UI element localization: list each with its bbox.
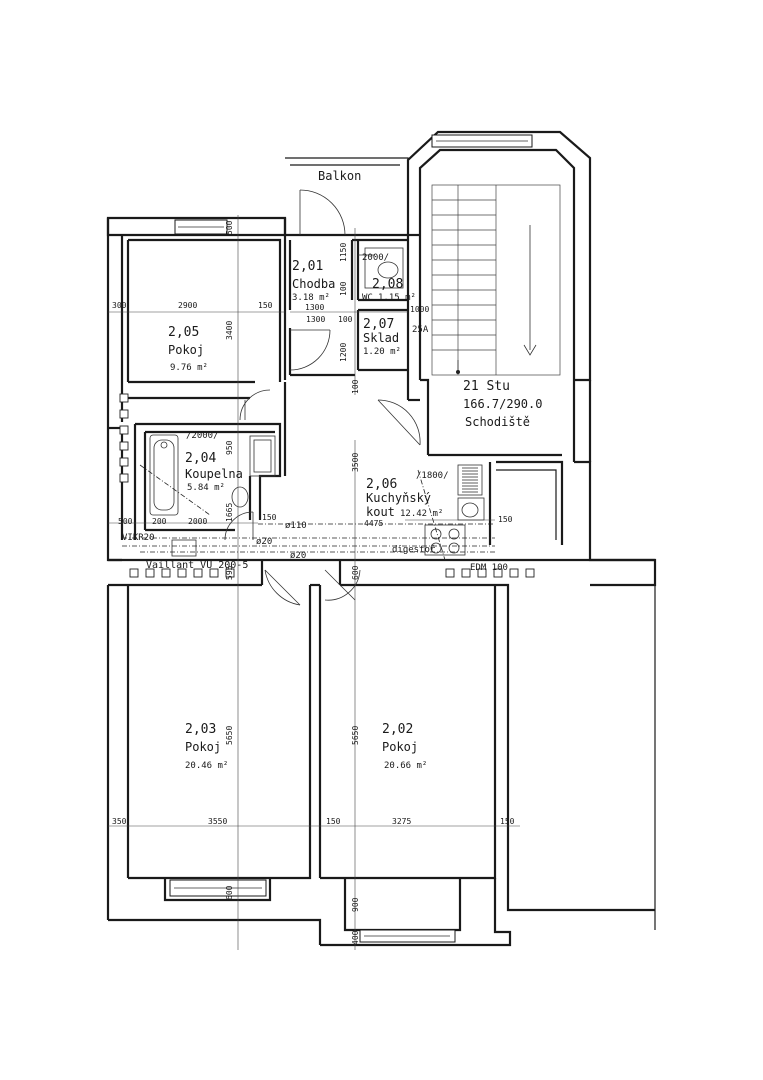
dim-500-b: 500	[118, 517, 133, 526]
dim-1300-b: 1300	[306, 315, 325, 324]
dim-595: 595	[225, 565, 234, 580]
dim-1665: 1665	[225, 503, 234, 522]
pipe-20-label-b: ø20	[290, 551, 306, 561]
dimension-lines	[108, 215, 520, 950]
dim-150-b: 150	[262, 513, 277, 522]
room-2-04-name: Koupelna	[185, 467, 243, 481]
pipe-20-label-a: ø20	[256, 537, 272, 547]
dim-600-b: 600	[225, 885, 234, 900]
room-2-01-name: Chodba	[292, 277, 335, 291]
dim-3500: 3500	[351, 453, 360, 472]
dim-100-b: 100	[339, 281, 348, 296]
digestor-label: digestoř	[392, 545, 436, 555]
bath-height-label: /2000/	[186, 431, 219, 441]
dim-150-d: 150	[326, 817, 341, 826]
stairs-level: 166.7/290.0	[463, 397, 542, 411]
dim-3550: 3550	[208, 817, 227, 826]
dim-1000: 1000	[410, 305, 429, 314]
room-2-06-area: 12.42 m²	[400, 509, 443, 519]
balkon-label: Balkon	[318, 169, 361, 183]
room-2-05-number: 2,05	[168, 325, 199, 340]
room-2-02-area: 20.66 m²	[384, 761, 427, 771]
vikr-label: VIKR20	[122, 533, 155, 543]
kitchen-height-label: /1800/	[416, 471, 449, 481]
dim-4475: 4475	[364, 519, 383, 528]
dim-2900: 2900	[178, 301, 197, 310]
dim-100-c: 100	[351, 379, 360, 394]
room-2-06-name: Kuchyňský	[366, 491, 431, 505]
room-2-05-name: Pokoj	[168, 343, 204, 357]
room-2-04-area: 5.84 m²	[187, 483, 225, 493]
room-2-03-number: 2,03	[185, 722, 216, 737]
stairs-number: 21 Stu	[463, 379, 510, 394]
room-2-07-area: 1.20 m²	[363, 347, 401, 357]
room-2-01-area: 3.18 m²	[292, 293, 330, 303]
vaillant-label: Vaillant VU 200-5	[146, 560, 248, 571]
room-2-03-area: 20.46 m²	[185, 761, 228, 771]
dim-1200: 1200	[339, 343, 348, 362]
dim-400: 400	[351, 930, 360, 945]
room-2-08-name: WC	[362, 293, 373, 303]
dim-350: 350	[112, 817, 127, 826]
dim-150-c: 150	[498, 515, 513, 524]
room-2-05-area: 9.76 m²	[170, 363, 208, 373]
wc-height-label: 2000/	[362, 253, 389, 263]
dim-3275: 3275	[392, 817, 411, 826]
dim-3400: 3400	[225, 321, 234, 340]
room-2-06-number: 2,06	[366, 477, 397, 492]
room-2-04-number: 2,04	[185, 451, 216, 466]
vent-squares	[119, 393, 535, 578]
dim-150-e: 150	[500, 817, 515, 826]
outer-walls	[106, 130, 657, 947]
room-2-06-name2: kout	[366, 505, 395, 519]
inner-walls	[126, 232, 564, 585]
dim-600-a: 600	[351, 565, 360, 580]
dim-300: 300	[112, 301, 127, 310]
dim-5650-a: 5650	[225, 726, 234, 745]
dim-900: 900	[351, 897, 360, 912]
staircase	[431, 184, 561, 376]
room-2-03-name: Pokoj	[185, 740, 221, 754]
dim-200: 200	[152, 517, 167, 526]
windows	[169, 134, 533, 943]
dim-5650-b: 5650	[351, 726, 360, 745]
edm-label: EDM 100	[470, 563, 508, 573]
dim-950: 950	[225, 440, 234, 455]
dim-2000: 2000	[188, 517, 207, 526]
room-2-07-name: Sklad	[363, 331, 399, 345]
room-2-01-number: 2,01	[292, 259, 323, 274]
stairs-name: Schodiště	[465, 415, 530, 429]
room-2-02-number: 2,02	[382, 722, 413, 737]
dim-150-a: 150	[258, 301, 273, 310]
dim-500-top: 500	[225, 220, 234, 235]
dim-1300-a: 1300	[305, 303, 324, 312]
fuse-label: 25A	[412, 325, 429, 335]
dim-100-a: 100	[338, 315, 353, 324]
pipe-110-label: ø110	[285, 521, 307, 531]
doors	[224, 189, 421, 606]
room-2-07-number: 2,07	[363, 317, 394, 332]
pipes	[122, 464, 495, 561]
room-2-08-number: 2,08	[372, 277, 403, 292]
dim-1150: 1150	[339, 243, 348, 262]
room-2-02-name: Pokoj	[382, 740, 418, 754]
room-2-08-area: 1.15 m²	[378, 293, 416, 303]
